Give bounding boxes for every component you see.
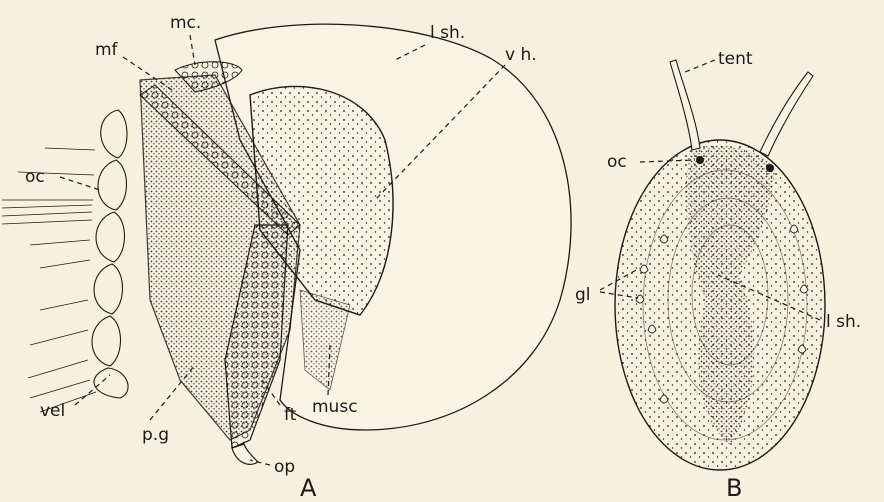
label-vel: vel — [40, 401, 65, 421]
operculum — [232, 444, 258, 464]
label-ft: ft — [284, 405, 297, 425]
tentacle-left — [670, 60, 700, 150]
velar-cilia — [2, 148, 96, 412]
label-lsh-b: l sh. — [826, 312, 861, 332]
label-gl: gl — [575, 285, 591, 305]
panel-label-b: B — [726, 474, 742, 502]
eye-right — [766, 164, 774, 172]
label-pg: p.g — [142, 425, 169, 445]
velum — [92, 110, 128, 398]
tentacle-right — [760, 72, 813, 156]
label-vh: v h. — [505, 45, 537, 65]
eye-left — [696, 156, 704, 164]
label-op: op — [274, 457, 295, 477]
label-lsh-a: l sh. — [430, 23, 465, 43]
panel-b: tent oc gl l sh. B — [575, 49, 861, 502]
label-oc-b: oc — [607, 152, 627, 172]
label-mc: mc. — [170, 13, 201, 33]
label-oc-a: oc — [25, 167, 45, 187]
label-musc: musc — [312, 397, 358, 417]
label-tent: tent — [718, 49, 753, 69]
label-mf: mf — [95, 40, 119, 60]
panel-label-a: A — [300, 474, 317, 502]
panel-a: mc. mf l sh. v h. oc vel p.g ft musc op … — [2, 13, 571, 502]
